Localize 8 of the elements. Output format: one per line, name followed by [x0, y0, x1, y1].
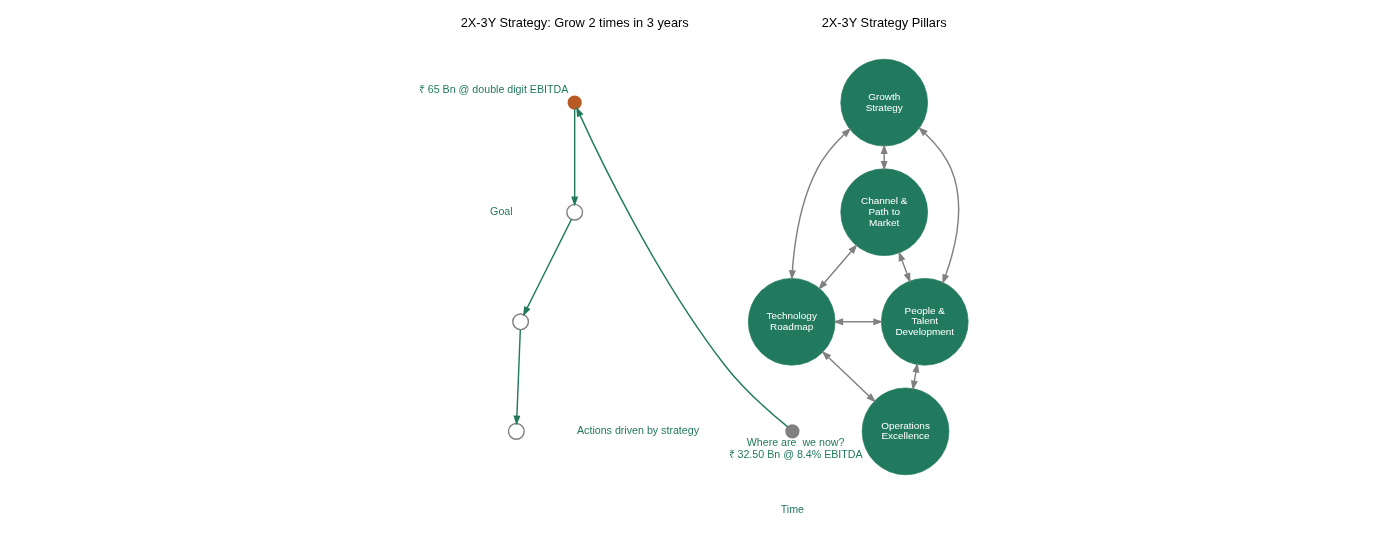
- label: 2X-3Y Strategy Pillars: [821, 14, 947, 30]
- node-label: ₹ 32.50 Bn @ 8.4% EBITDA: [728, 448, 863, 461]
- label: 2X-3Y Strategy: Grow 2 times in 3 years: [460, 14, 689, 30]
- node-label: ₹ 65 Bn @ double digit EBITDA: [418, 82, 569, 95]
- label: Actions driven by strategy: [576, 423, 700, 436]
- label: Goal: [490, 204, 513, 217]
- node-label: Where are we now?: [746, 436, 845, 449]
- label: Time: [780, 502, 805, 515]
